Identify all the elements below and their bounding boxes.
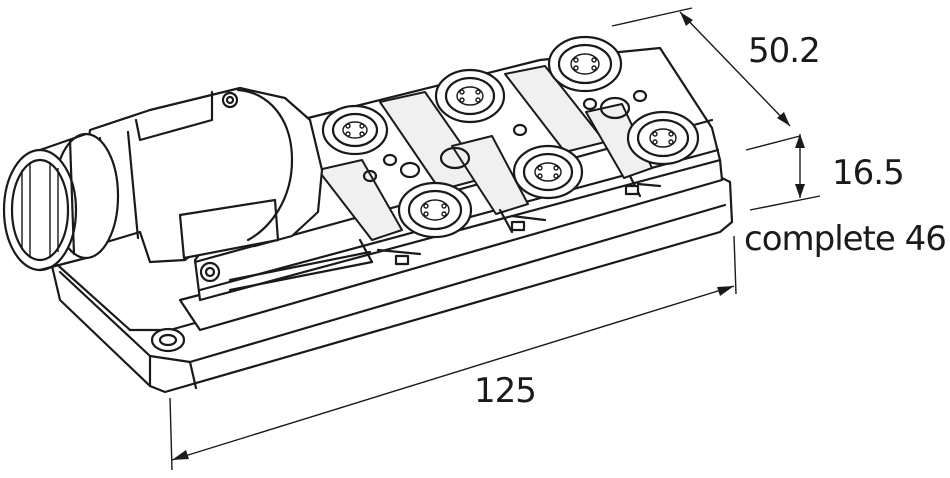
port-top-3 [547, 35, 623, 93]
angled-connector [78, 86, 374, 292]
front-screws [394, 184, 640, 266]
dimension-width [611, 7, 801, 151]
dimension-total-height-label: complete 46 [744, 219, 947, 259]
port-top-2 [434, 68, 506, 124]
round-plug [2, 132, 120, 272]
port-bottom-2 [512, 144, 584, 200]
mounting-hole-left [150, 327, 186, 353]
dimension-length [169, 235, 737, 471]
port-bottom-1 [397, 181, 473, 239]
led-indicators [362, 89, 648, 183]
port-top-1 [321, 104, 389, 156]
base-plate [50, 174, 734, 394]
dimension-length-label: 125 [474, 371, 537, 411]
dimension-height-label: 16.5 [832, 153, 905, 193]
dimension-height [749, 134, 821, 211]
port-bottom-3 [626, 110, 700, 166]
module-dividers [317, 65, 662, 264]
dimension-width-label: 50.2 [748, 31, 821, 71]
